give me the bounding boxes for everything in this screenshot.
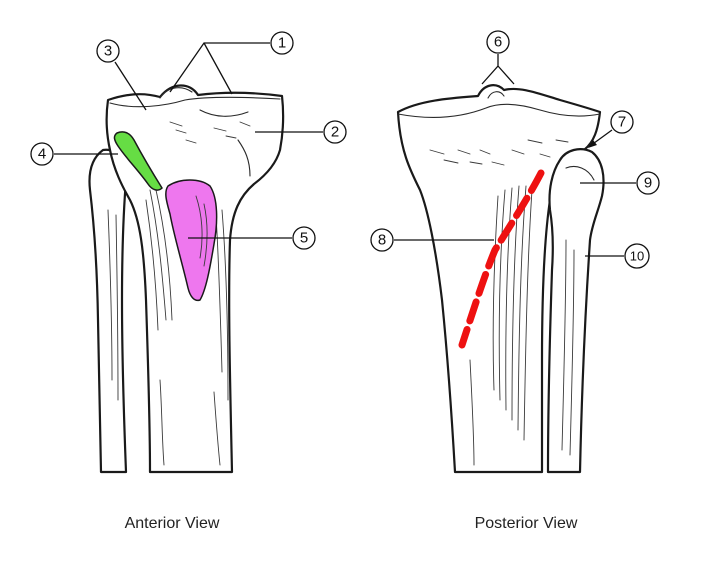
callout-6: 6 <box>486 30 510 54</box>
callout-8-label: 8 <box>378 232 386 249</box>
callout-4-label: 4 <box>38 146 46 163</box>
callout-6-label: 6 <box>494 34 502 51</box>
leader-6 <box>481 54 515 85</box>
callout-3: 3 <box>96 39 120 63</box>
posterior-view-caption: Posterior View <box>475 515 578 532</box>
anterior-view <box>88 84 285 474</box>
callout-7: 7 <box>610 110 634 134</box>
callout-5: 5 <box>292 226 316 250</box>
callout-4: 4 <box>30 142 54 166</box>
red-dashed-line <box>458 169 545 349</box>
posterior-tibia <box>396 84 602 474</box>
callout-1: 1 <box>270 31 294 55</box>
anterior-eminence <box>159 87 193 99</box>
callout-9-label: 9 <box>644 175 652 192</box>
anterior-view-caption: Anterior View <box>125 515 220 532</box>
callout-5-label: 5 <box>300 230 308 247</box>
magenta-region <box>165 179 218 302</box>
anterior-fibula <box>88 148 128 474</box>
callouts: 1 2 3 4 5 6 7 8 <box>30 30 660 269</box>
leader-1 <box>169 42 270 95</box>
green-region <box>113 131 163 191</box>
posterior-view <box>396 84 605 474</box>
leader-7-arrowhead <box>588 140 597 148</box>
anterior-condyle-rim <box>109 96 281 108</box>
callout-2-label: 2 <box>331 124 339 141</box>
callout-3-label: 3 <box>104 43 112 60</box>
callout-7-label: 7 <box>618 114 626 131</box>
posterior-fibula <box>546 148 605 474</box>
callout-10-label: 10 <box>630 249 644 264</box>
leader-lines <box>54 42 636 257</box>
leader-3 <box>114 61 147 111</box>
callout-2: 2 <box>323 120 347 144</box>
callout-9: 9 <box>636 171 660 195</box>
callout-10: 10 <box>624 243 650 269</box>
callout-8: 8 <box>370 228 394 252</box>
callout-1-label: 1 <box>278 35 286 52</box>
